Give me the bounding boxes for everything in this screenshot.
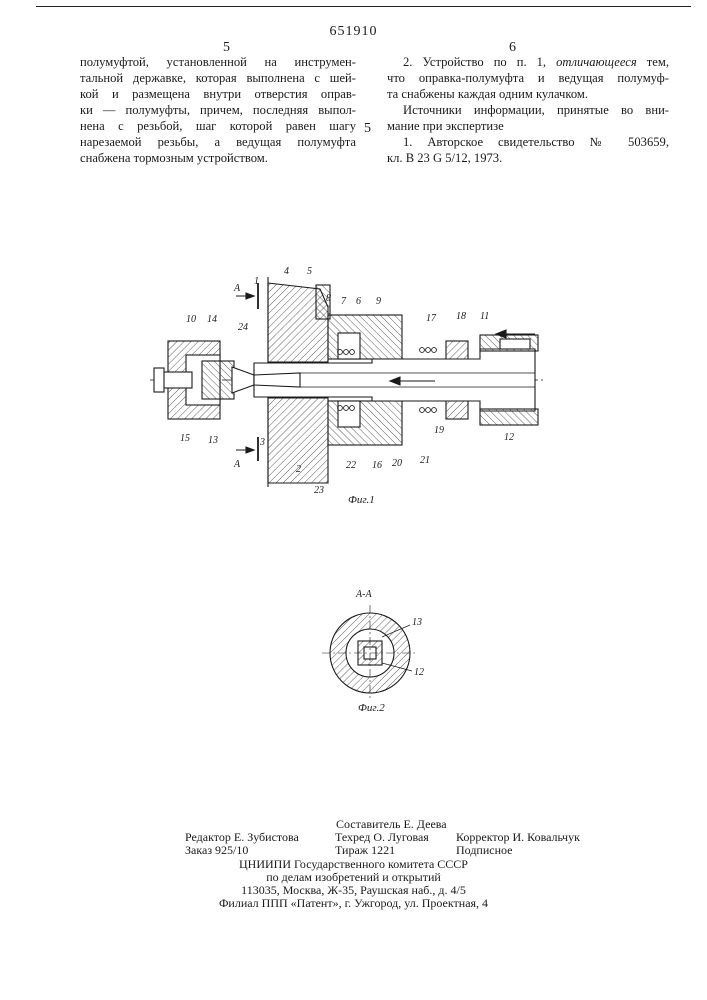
label-2: 2 — [296, 464, 301, 475]
label-14: 14 — [207, 314, 217, 325]
label-13: 13 — [208, 435, 218, 446]
figure-2-drawing: А-А 13 12 Фиг.2 — [320, 585, 450, 715]
label-20: 20 — [392, 458, 402, 469]
figure-2-caption: Фиг.2 — [358, 702, 385, 714]
claim-2-tail: тем, — [647, 55, 669, 69]
text-line: кл. В 23 G 5/12, 1973. — [387, 150, 669, 166]
label-11: 11 — [480, 311, 489, 322]
text-line: ки — полумуфты, причем, последняя выпол- — [80, 102, 356, 118]
label-21: 21 — [420, 455, 430, 466]
label-5: 5 — [307, 266, 312, 277]
label-12: 12 — [414, 667, 424, 678]
label-17: 17 — [426, 313, 437, 324]
label-3: 3 — [259, 437, 265, 448]
left-column-text: полумуфтой, установленной на инструмен- … — [80, 54, 356, 166]
label-22: 22 — [346, 460, 356, 471]
label-16: 16 — [372, 460, 382, 471]
text-line: полумуфтой, установленной на инструмен- — [80, 54, 356, 70]
section-label: А — [233, 459, 241, 470]
label-8: 8 — [326, 293, 331, 304]
text-line: тальной державке, которая выполнена с ше… — [80, 70, 356, 86]
text-line: 1. Авторское свидетельство № 503659, — [387, 134, 669, 150]
label-6: 6 — [356, 296, 361, 307]
text-line: мание при экспертизе — [387, 118, 669, 134]
text-line: нарезаемой резьбы, а ведущая полумуфта — [80, 134, 356, 150]
label-4: 4 — [284, 266, 289, 277]
text-line: Источники информации, принятые во вни- — [387, 102, 669, 118]
text-line: кой и размещена внутри отверстия оправ- — [80, 86, 356, 102]
label-7: 7 — [341, 296, 347, 307]
figure-1-caption: Фиг.1 — [348, 494, 375, 505]
label-9: 9 — [376, 296, 381, 307]
text-line: та снабжены каждая одним кулачком. — [387, 86, 669, 102]
branch: Филиал ППП «Патент», г. Ужгород, ул. Про… — [0, 897, 707, 910]
top-rule — [36, 6, 691, 7]
label-23: 23 — [314, 485, 324, 496]
imprint-block: Составитель Е. Деева Редактор Е. Зубисто… — [0, 818, 707, 910]
subscription: Подписное — [456, 844, 513, 857]
order: Заказ 925/10 — [185, 844, 248, 857]
right-column-text: 2. Устройство по п. 1, отличающееся тем,… — [387, 54, 669, 166]
document-number: 651910 — [0, 24, 707, 40]
section-label: А — [233, 283, 241, 294]
text-line: снабжена тормозным устройством. — [80, 150, 356, 166]
claim-2-emphasis: отличающееся — [556, 55, 637, 69]
circulation: Тираж 1221 — [335, 844, 395, 857]
section-title: А-А — [355, 589, 372, 600]
institute: ЦНИИПИ Государственного комитета СССР — [0, 858, 707, 871]
label-19: 19 — [434, 425, 444, 436]
text-line: что оправка-полумуфта и ведущая полумуф- — [387, 70, 669, 86]
committee: по делам изобретений и открытий — [0, 871, 707, 884]
label-10: 10 — [186, 314, 196, 325]
claim-2-lead: 2. Устройство по п. 1, — [403, 55, 546, 69]
label-1: 1 — [254, 276, 259, 287]
text-line: нена с резьбой, шаг которой равен шагу — [80, 118, 356, 134]
label-15: 15 — [180, 433, 190, 444]
label-18: 18 — [456, 311, 466, 322]
label-13: 13 — [412, 617, 422, 628]
figure-1-drawing: А А 1 2 3 4 5 6 7 8 9 10 11 12 13 14 15 … — [150, 255, 550, 505]
label-12: 12 — [504, 432, 514, 443]
line-number-marker: 5 — [364, 121, 371, 137]
claim-2-first-line: 2. Устройство по п. 1, отличающееся тем, — [387, 54, 669, 70]
label-24: 24 — [238, 322, 248, 333]
